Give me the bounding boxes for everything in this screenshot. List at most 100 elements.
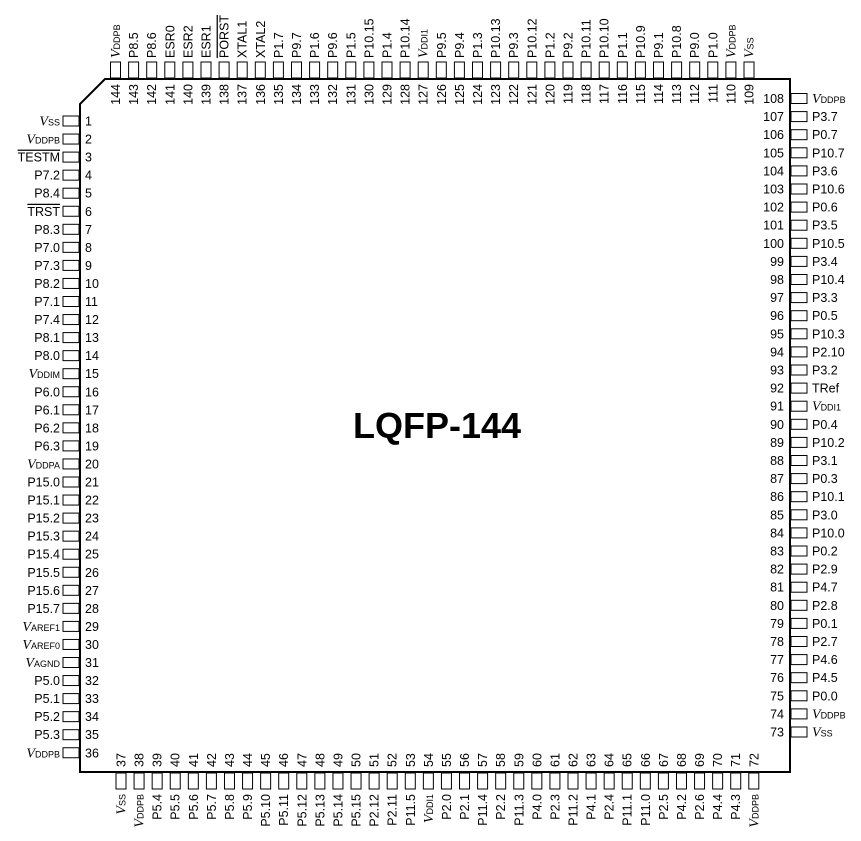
pin-label-p5-14: P5.14 [331, 794, 345, 827]
pin-pad [585, 772, 597, 790]
pin-pad [790, 292, 808, 304]
pin-pad [790, 364, 808, 376]
pin-number: 122 [507, 84, 521, 105]
pin-label-p8-4: P8.4 [34, 187, 60, 201]
pin-pad [513, 772, 525, 790]
pin-pad [707, 61, 719, 79]
pin-pad [62, 530, 80, 542]
pin-number: 141 [163, 84, 177, 105]
pin-label-vddim: VDDIM [28, 367, 60, 382]
pin-pad [790, 129, 808, 141]
pin-number: 49 [331, 753, 345, 767]
pin-number: 103 [763, 183, 784, 197]
pin-number: 83 [770, 545, 784, 559]
pin-pad [62, 368, 80, 380]
pin-label-p1-4: P1.4 [381, 32, 395, 58]
pin-pad [790, 93, 808, 104]
pin-pad [62, 133, 80, 145]
pin-number: 123 [489, 84, 503, 105]
pin-label-p10-7: P10.7 [812, 146, 845, 160]
pin-pad [790, 599, 808, 611]
pin-number: 134 [290, 84, 304, 105]
pin-label-p3-4: P3.4 [812, 255, 838, 269]
pin-label-p11-2: P11.2 [567, 794, 581, 826]
pin-number: 31 [85, 656, 99, 670]
pin-label-vddi1: VDDI1 [812, 400, 841, 415]
pin-pad [110, 61, 121, 79]
pin-pad [790, 382, 808, 394]
pin-label-p5-4: P5.4 [151, 794, 165, 820]
pin-number: 4 [85, 169, 92, 183]
pin-number: 47 [295, 753, 309, 767]
pin-label-esr0: ESR0 [163, 25, 177, 58]
pin-pad [790, 473, 808, 485]
pin-number: 38 [133, 753, 147, 767]
pin-number: 2 [85, 133, 92, 147]
pin-pad [440, 772, 452, 790]
pin-number: 105 [763, 146, 784, 160]
pin-number: 128 [399, 84, 413, 105]
pin-label-p0-4: P0.4 [812, 418, 838, 432]
pin-label-p0-1: P0.1 [812, 617, 838, 631]
pin-pad [272, 61, 284, 79]
pin-pad [639, 772, 651, 790]
pin-pad [603, 772, 615, 790]
pin-label-p5-15: P5.15 [350, 794, 364, 827]
pin-label-p10-12: P10.12 [525, 18, 539, 58]
pin-pad [495, 772, 507, 790]
pin-number: 25 [85, 548, 99, 562]
pin-pad [580, 61, 592, 79]
pin-label-p0-0: P0.0 [812, 689, 838, 703]
pin-pad [790, 147, 808, 159]
pin-pad [790, 237, 808, 249]
pin-label-p4-7: P4.7 [812, 581, 838, 595]
pin-number: 36 [85, 746, 99, 760]
pin-label-p2-7: P2.7 [812, 635, 838, 649]
pin-label-p15-5: P15.5 [27, 566, 60, 580]
pin-label-p6-1: P6.1 [34, 403, 60, 417]
pin-number: 80 [770, 599, 784, 613]
pin-pad [62, 241, 80, 253]
pin-pad [62, 512, 80, 524]
pin-label-p5-3: P5.3 [34, 728, 60, 742]
pin-number: 35 [85, 728, 99, 742]
pin-number: 26 [85, 566, 99, 580]
pin-number: 108 [763, 92, 784, 106]
pin-number: 66 [639, 753, 653, 767]
pin-number: 118 [580, 84, 594, 104]
pin-pad [657, 772, 669, 790]
pin-pad [62, 151, 80, 163]
pin-label-vss: VSS [743, 37, 758, 58]
pin-number: 7 [85, 223, 92, 237]
pin-number: 75 [770, 689, 784, 703]
pin-label-vddpb: VDDPB [812, 707, 846, 722]
pin-number: 43 [223, 753, 237, 767]
pin-label-vddpb: VDDPB [747, 794, 762, 828]
pin-label-p3-1: P3.1 [812, 454, 838, 468]
pin-pad [508, 61, 520, 79]
pin-number: 44 [241, 753, 255, 767]
pin-label-p5-5: P5.5 [169, 794, 183, 820]
pin-label-p8-2: P8.2 [34, 277, 60, 291]
pin-pad [182, 61, 194, 79]
pin-number: 45 [259, 753, 273, 767]
pin-pad [62, 332, 80, 344]
pin-number: 48 [313, 753, 327, 767]
pin-label-p2-8: P2.8 [812, 599, 838, 613]
pin-label-p9-7: P9.7 [290, 32, 304, 58]
pin-number: 144 [109, 84, 123, 105]
pin-number: 34 [85, 710, 99, 724]
pin-pad [363, 61, 375, 79]
pin-label-varef0: VAREF0 [22, 638, 60, 653]
pin-pad [62, 404, 80, 416]
pin-number: 70 [711, 753, 725, 767]
pin-pad [743, 61, 755, 79]
pin-number: 28 [85, 602, 99, 616]
pin-pad [790, 455, 808, 466]
pin-label-p5-11: P5.11 [277, 794, 291, 826]
pin-pad [790, 111, 808, 123]
pin-pad [790, 165, 808, 177]
pin-label-p9-1: P9.1 [652, 32, 666, 58]
pin-number: 92 [770, 382, 784, 396]
